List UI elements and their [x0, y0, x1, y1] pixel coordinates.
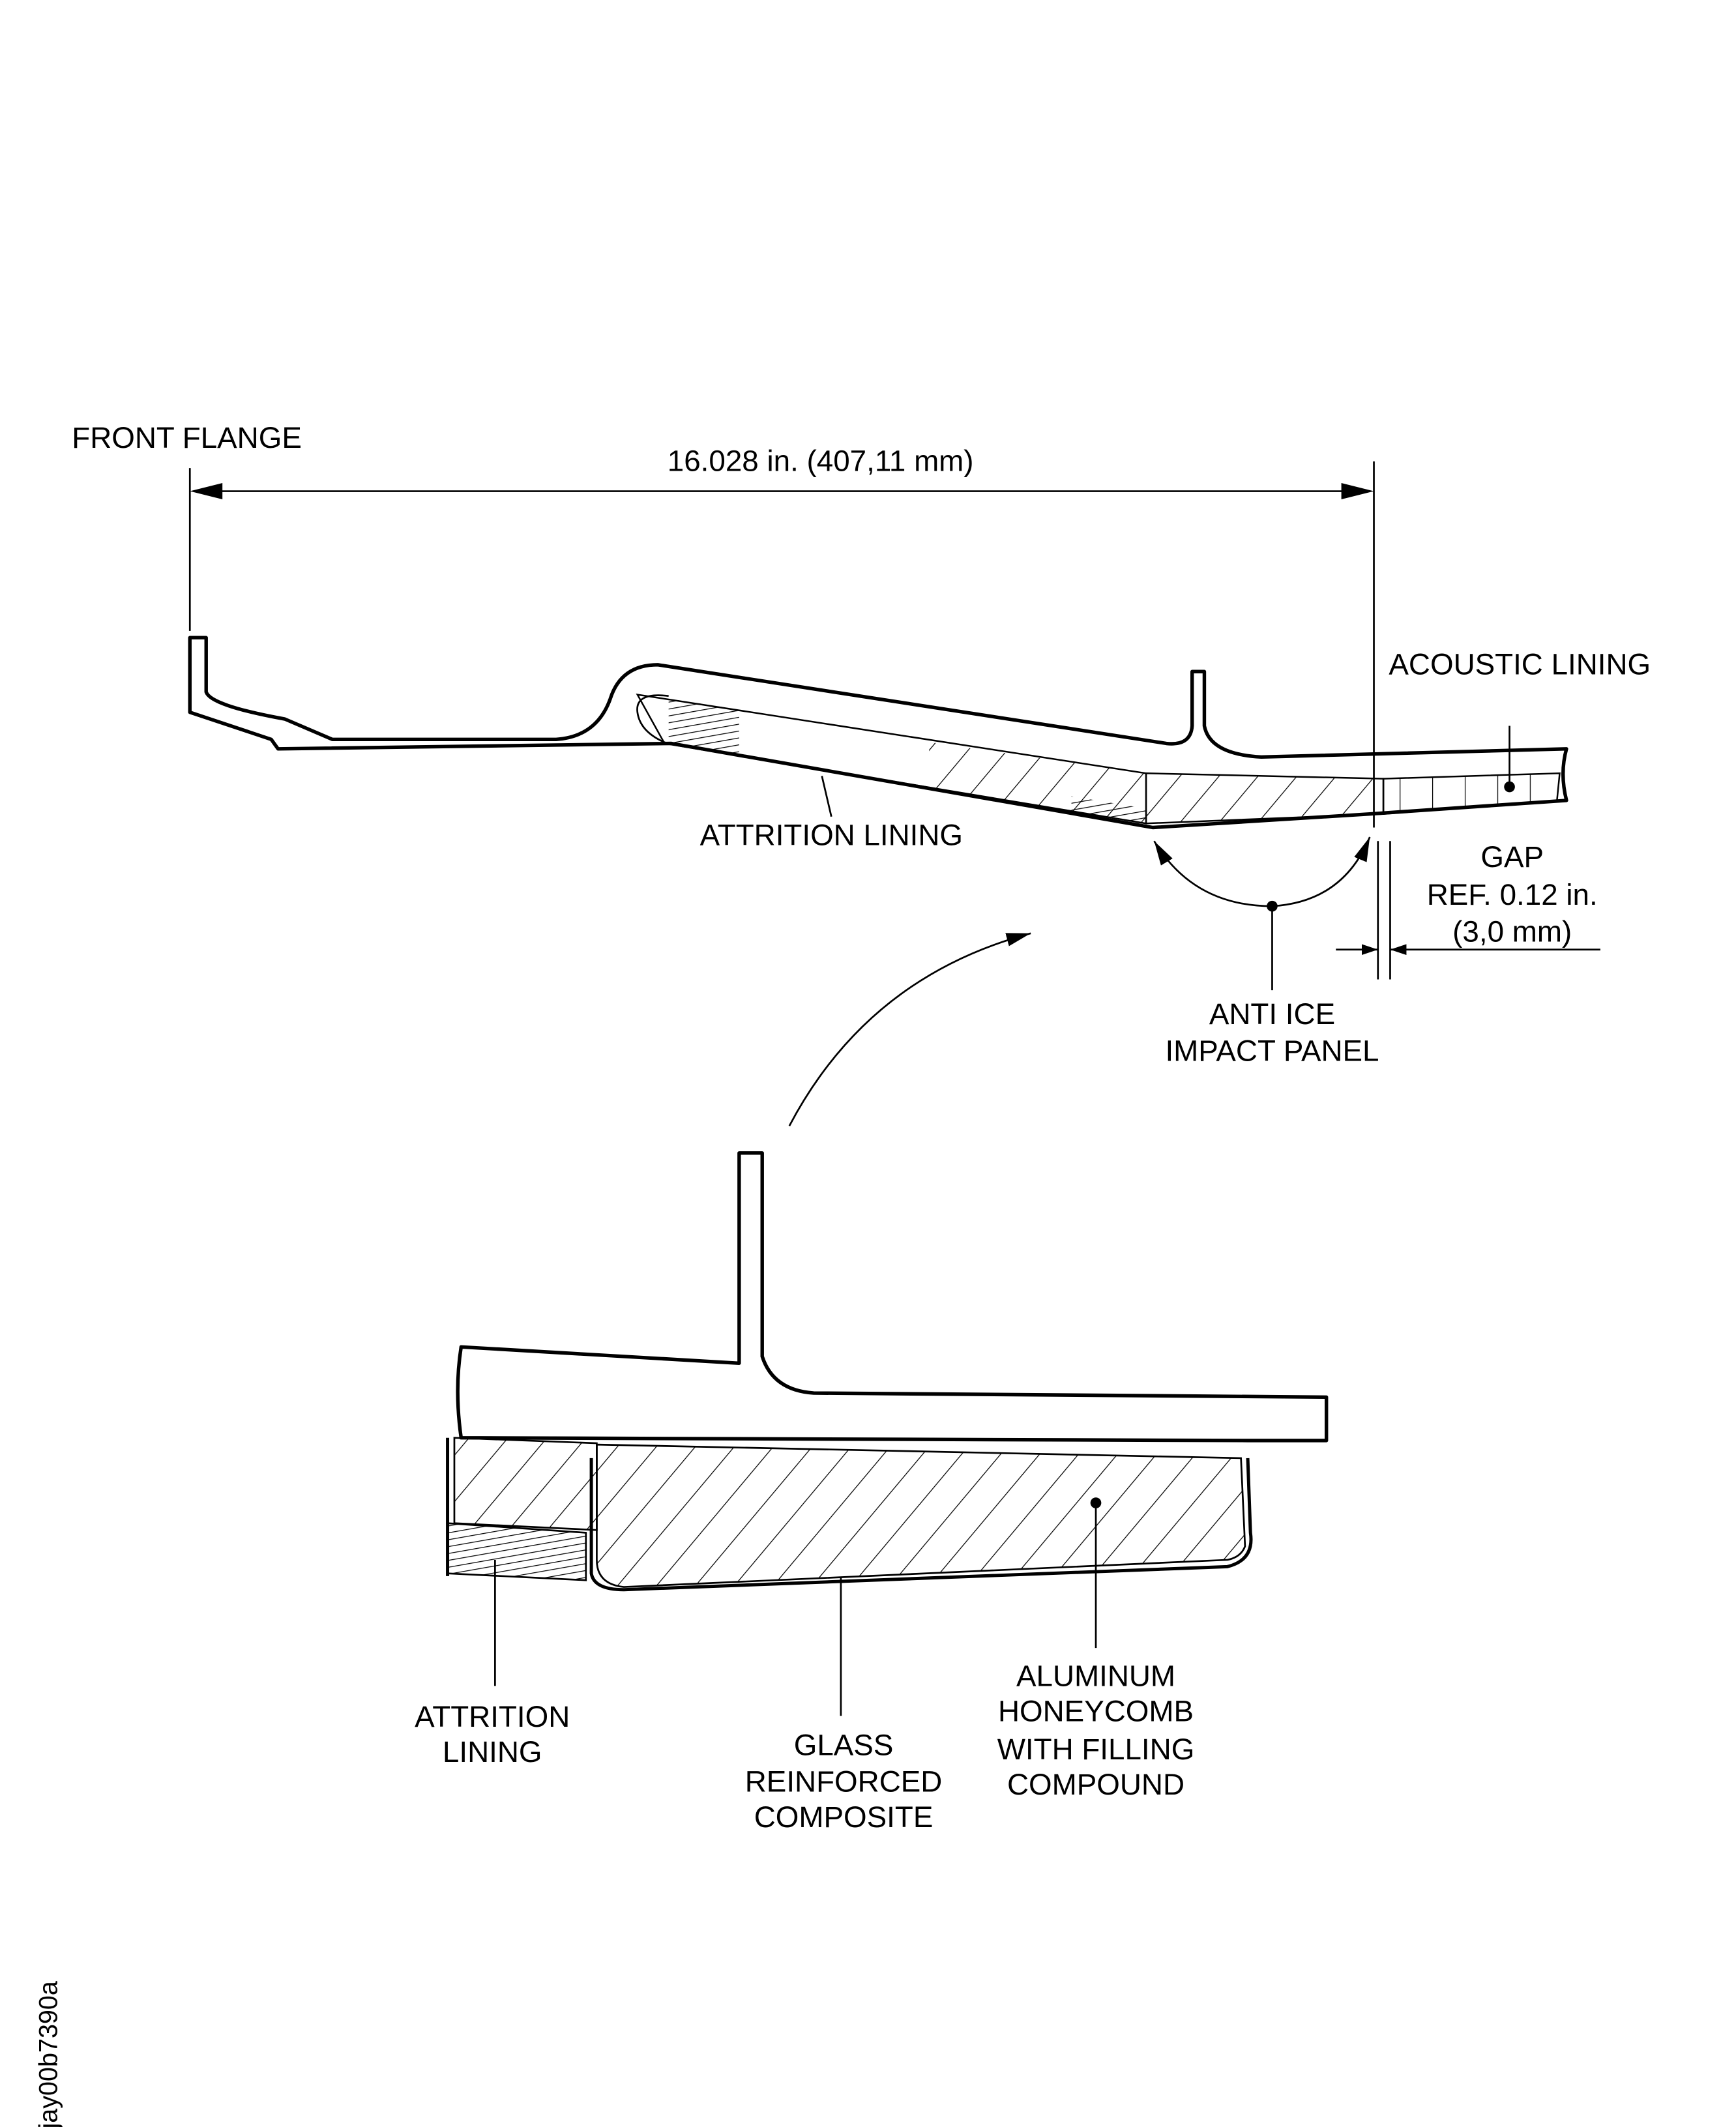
anti-ice-arc [1153, 840, 1273, 907]
anti-ice-label: ANTI ICE [1209, 997, 1335, 1031]
section-view [188, 461, 1600, 991]
detail-view [446, 1151, 1329, 1716]
detail-left-core [453, 1437, 598, 1531]
honeycomb-label-2: HONEYCOMB [998, 1695, 1194, 1728]
honeycomb-label-4: COMPOUND [1007, 1768, 1184, 1801]
detail-honeycomb [596, 1443, 1246, 1588]
attrition-detail-label-2: LINING [443, 1735, 542, 1768]
attrition-lining-label: ATTRITION LINING [700, 819, 963, 852]
gap-label: GAP [1480, 840, 1544, 873]
dimension-arrow-right [1341, 483, 1374, 500]
inlet-skin-profile [188, 636, 1568, 830]
detail-glass-skin [589, 1458, 1253, 1592]
acoustic-lining-label: ACOUSTIC LINING [1389, 647, 1651, 681]
inner-outline [636, 694, 669, 744]
honeycomb-label-1: ALUMINUM [1016, 1659, 1175, 1692]
gap-mm-label: (3,0 mm) [1452, 915, 1572, 948]
anti-ice-arc-2 [1272, 836, 1371, 907]
attrition-hatch-3 [1071, 796, 1146, 824]
glass-label-3: COMPOSITE [754, 1800, 934, 1834]
detail-arrow [788, 932, 1031, 1126]
attrition-hatch-1 [668, 698, 739, 757]
glass-label-1: GLASS [794, 1729, 894, 1762]
front-flange-label: FRONT FLANGE [72, 421, 302, 454]
figure-id-label: jay00b7390a [34, 1981, 63, 2127]
detail-attrition-lining [447, 1522, 587, 1581]
gap-ref-label: REF. 0.12 in. [1427, 878, 1598, 911]
attrition-leader [821, 776, 832, 817]
acoustic-leader-dot [1504, 781, 1515, 793]
honeycomb-label-3: WITH FILLING [997, 1733, 1195, 1766]
impact-panel-label: IMPACT PANEL [1165, 1034, 1379, 1067]
attrition-detail-label-1: ATTRITION [415, 1700, 570, 1733]
dimension-arrow-left [190, 483, 223, 500]
glass-label-2: REINFORCED [745, 1765, 943, 1798]
detail-skin-plate [456, 1151, 1329, 1443]
dimension-label: 16.028 in. (407,11 mm) [668, 444, 974, 477]
